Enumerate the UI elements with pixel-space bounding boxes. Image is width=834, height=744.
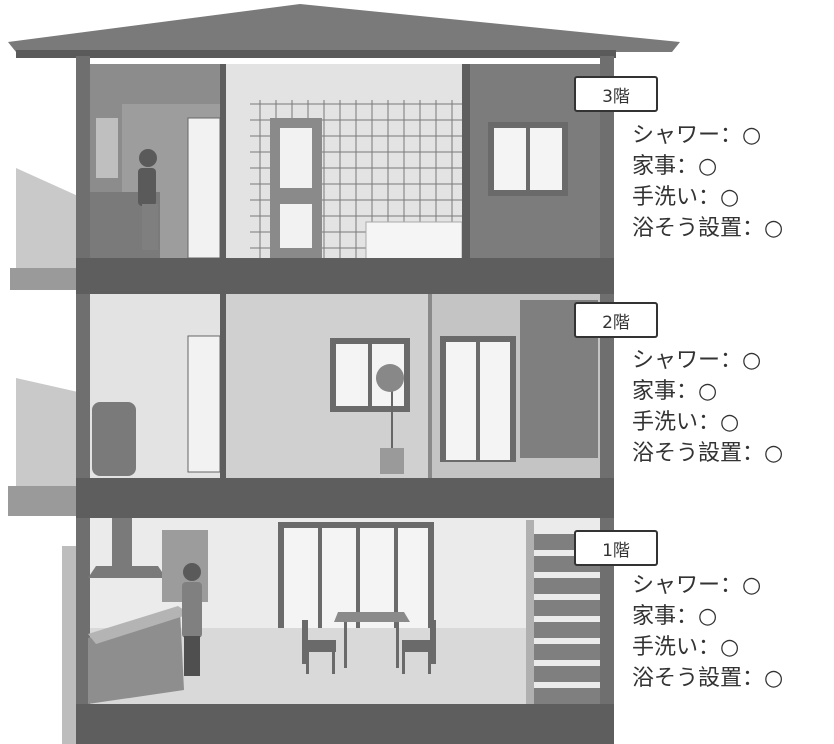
door-3f-left — [187, 117, 221, 259]
slab-3f — [76, 258, 614, 294]
window-3f-pane-right — [530, 128, 562, 190]
roof-edge — [16, 50, 616, 58]
sliding-door-pane-left — [446, 342, 476, 460]
slab-2f — [76, 478, 614, 518]
feature-item: 浴そう設置：○ — [632, 666, 784, 691]
floor-label-2f: 2階 — [574, 302, 658, 338]
door-panel-top — [280, 128, 312, 188]
balcony-2f-floor — [8, 486, 80, 516]
outer-wall-left — [76, 56, 90, 744]
bathtub-3f — [365, 221, 463, 261]
feature-item: シャワー：○ — [632, 123, 762, 148]
feature-list-3f: シャワー：○ 家事：○ 手洗い：○ 浴そう設置：○ — [632, 120, 783, 244]
feature-list-2f: シャワー：○ 家事：○ 手洗い：○ 浴そう設置：○ — [632, 345, 783, 469]
mirror-3f — [96, 118, 118, 178]
balcony-3f-floor — [10, 268, 80, 290]
feature-list-1f: シャワー：○ 家事：○ 手洗い：○ 浴そう設置：○ — [632, 570, 783, 694]
window-1f-pane-3 — [360, 528, 394, 628]
roof — [8, 4, 680, 52]
person-3f — [138, 149, 158, 250]
window-2f-pane-left — [336, 344, 368, 406]
feature-item: シャワー：○ — [632, 348, 762, 373]
feature-item: 浴そう設置：○ — [632, 441, 784, 466]
window-1f-pane-4 — [398, 528, 428, 628]
rangehood-1f — [112, 518, 132, 566]
slab-1f — [76, 704, 614, 744]
feature-item: 手洗い：○ — [632, 185, 740, 210]
feature-item: シャワー：○ — [632, 573, 762, 598]
dining-set-1f — [302, 612, 436, 674]
wall-3f-divider-a — [220, 64, 226, 262]
window-1f-pane-2 — [322, 528, 356, 628]
floor-label-1f: 1階 — [574, 530, 658, 566]
kitchen-counter-top — [88, 606, 190, 644]
window-1f-pane-1 — [284, 528, 318, 628]
balcony-2f — [16, 378, 78, 492]
wall-3f-divider-b — [462, 64, 470, 262]
rangehood-1f-base — [88, 566, 166, 578]
staircase-wall-1f — [526, 520, 534, 710]
feature-item: 手洗い：○ — [632, 635, 740, 660]
wall-2f-divider-a — [220, 294, 226, 478]
washing-machine-2f — [92, 402, 136, 476]
floor-label-3f: 3階 — [574, 76, 658, 112]
door-2f — [187, 335, 221, 473]
wall-2f-divider-b — [428, 294, 432, 478]
feature-item: 家事：○ — [632, 604, 718, 629]
feature-item: 家事：○ — [632, 154, 718, 179]
feature-item: 浴そう設置：○ — [632, 216, 784, 241]
sliding-door-pane-right — [480, 342, 510, 460]
balcony-3f — [16, 168, 78, 268]
person-1f — [182, 563, 202, 676]
outer-wall-right — [600, 56, 614, 744]
door-panel-bottom — [280, 204, 312, 248]
feature-item: 家事：○ — [632, 379, 718, 404]
feature-item: 手洗い：○ — [632, 410, 740, 435]
window-3f-pane-left — [494, 128, 526, 190]
plant-2f — [376, 364, 404, 474]
